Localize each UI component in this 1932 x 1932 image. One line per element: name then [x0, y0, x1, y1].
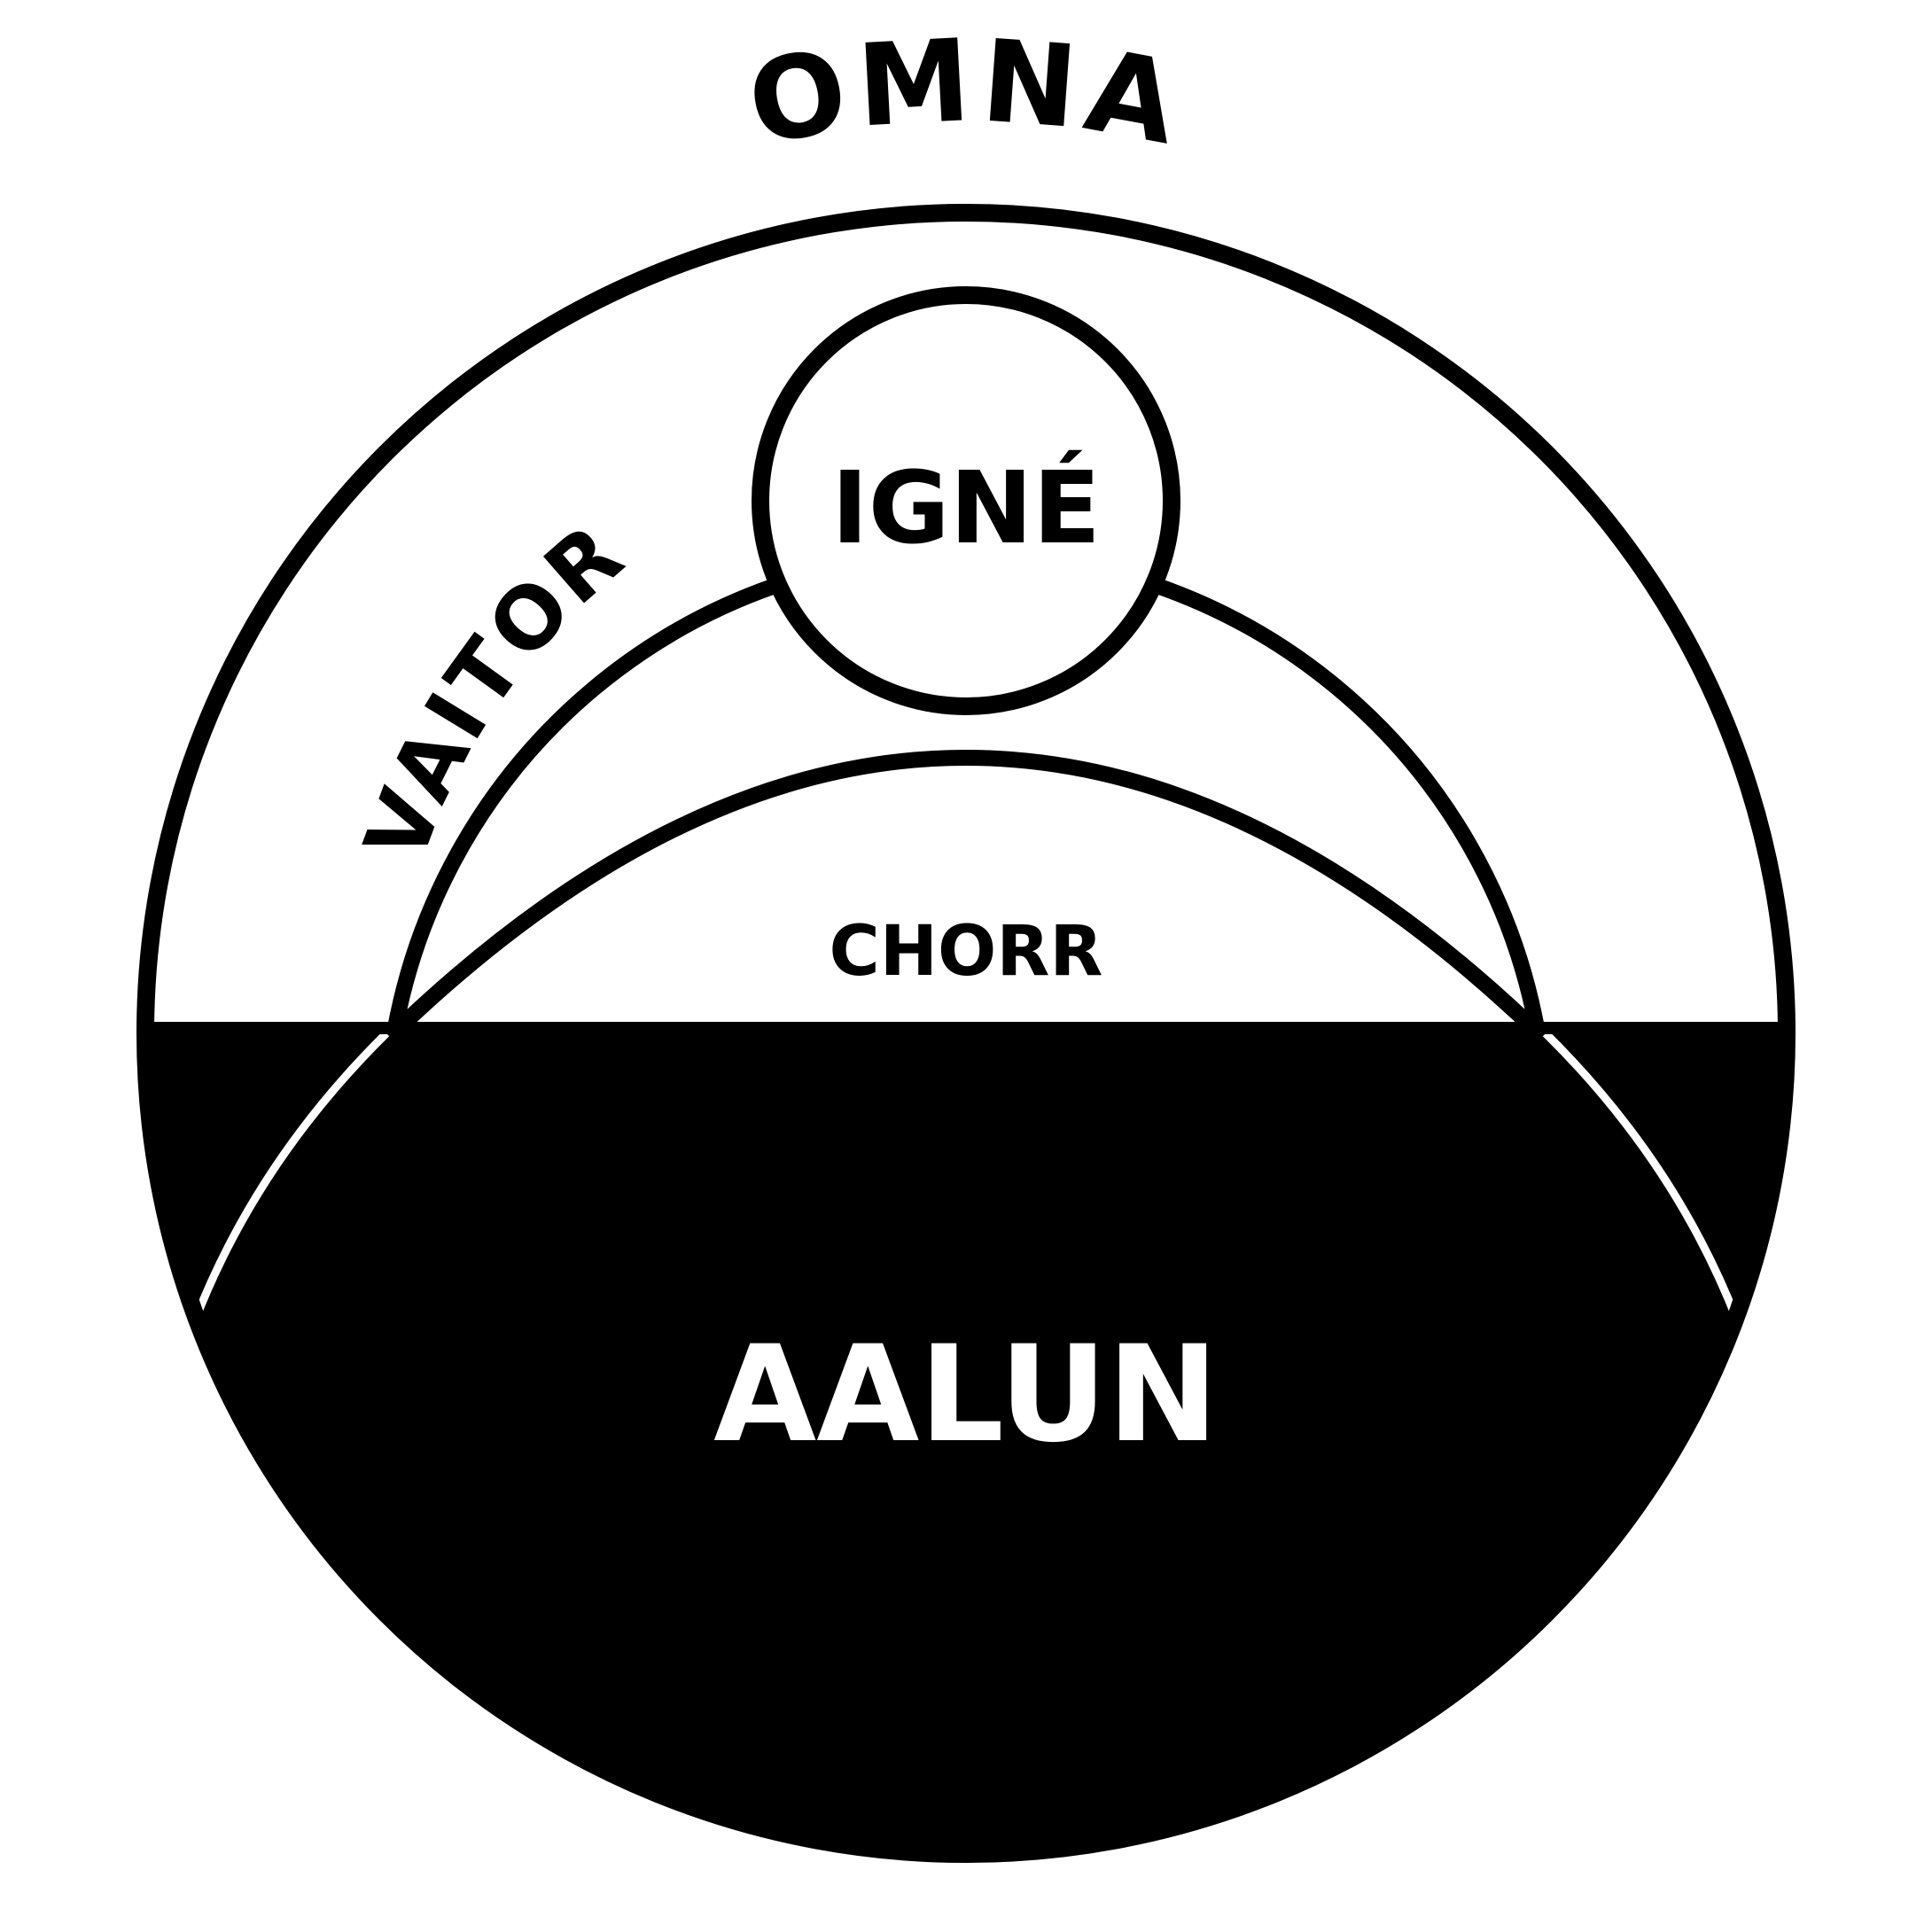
- vaitor-arch-lower-left: [191, 1030, 390, 1322]
- chorr-dome: [393, 750, 1539, 1034]
- omna-label: OMNA: [738, 15, 1194, 172]
- chorr-label: CHORR: [830, 912, 1103, 992]
- aalun-label: AALUN: [713, 1318, 1219, 1472]
- omna-circle: [136, 204, 1796, 1863]
- vaitor-arch-lower-right: [1542, 1030, 1741, 1322]
- igne-label: IGNÉ: [831, 449, 1101, 566]
- igne-circle-mask: [762, 297, 1170, 705]
- aalun-region: [142, 1028, 1790, 1852]
- igne-circle: [752, 286, 1180, 715]
